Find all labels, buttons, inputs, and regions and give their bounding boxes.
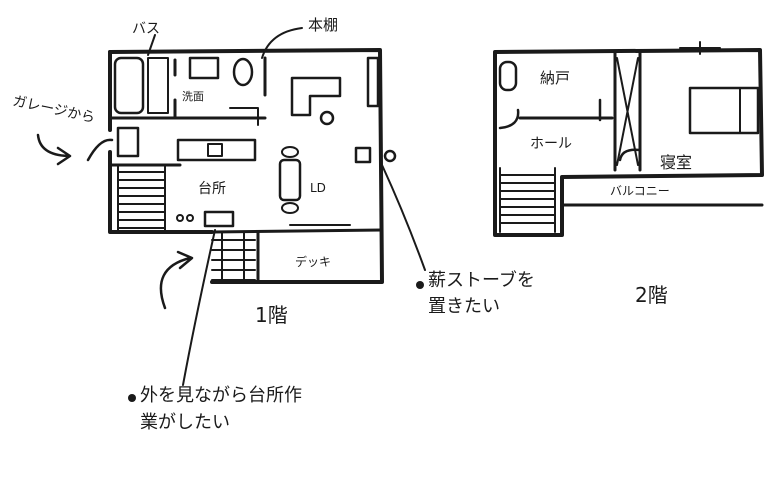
floor1-plan — [86, 48, 397, 284]
dining-table — [278, 158, 302, 202]
label-balcony: バルコニー — [610, 184, 670, 198]
shoe-cabinet — [116, 126, 140, 158]
label-deck: デッキ — [295, 254, 331, 269]
kitchen-leader — [182, 229, 216, 386]
washroom-counter — [229, 107, 259, 126]
shower-area — [147, 57, 169, 114]
floor1-outer-wall — [108, 48, 384, 284]
sofa-shape — [290, 76, 342, 117]
stove-leader — [381, 164, 426, 271]
note-new-stove-box: 薪ストーブを置きたい — [428, 270, 535, 317]
garage-arrow — [36, 133, 72, 166]
label-bookshelf: 本棚 — [308, 16, 338, 34]
dining-chair-top — [281, 146, 299, 158]
note-bullet-kitchen — [128, 394, 136, 402]
floor2-toilet — [498, 60, 518, 92]
label-living-dining: LD — [310, 181, 326, 195]
label-hall: ホール — [530, 136, 572, 152]
deck-divider-wall — [210, 228, 384, 234]
bookshelf-leader — [261, 27, 303, 59]
sink-shape — [188, 56, 220, 80]
note-bullet-stove — [416, 281, 424, 289]
stove-burner-2 — [186, 214, 194, 222]
floor2-outer-wall — [493, 48, 764, 237]
label-kitchen: 台所 — [198, 181, 226, 197]
floor1-staircase — [117, 164, 166, 231]
label-bath: バス — [132, 21, 160, 37]
label-bedroom: 寝室 — [660, 153, 692, 172]
entry-door-swing — [86, 138, 114, 162]
stove-chimney — [383, 149, 397, 163]
label-washroom: 洗面 — [182, 90, 204, 103]
closet-x — [616, 57, 639, 166]
hall-door-swing — [498, 108, 520, 130]
kitchen-counter — [176, 138, 257, 162]
floor2-staircase — [499, 167, 556, 233]
bed-shape — [688, 86, 760, 135]
note-kitchen-wish: 外を見ながら台所作業がしたい — [140, 385, 302, 433]
dining-chair-bottom — [281, 202, 299, 214]
toilet-shape — [232, 57, 254, 87]
stove-burner-1 — [176, 214, 184, 222]
note-kitchen-wish-box: 外を見ながら台所作業がしたい — [140, 385, 302, 433]
kitchen-window-counter — [203, 210, 235, 228]
note-new-stove: 薪ストーブを置きたい — [428, 270, 535, 317]
bookshelf-shape — [366, 56, 380, 108]
wood-stove — [354, 146, 372, 164]
bedroom-window — [679, 41, 721, 55]
bath-leader — [147, 34, 156, 56]
floor2-title: 2階 — [635, 283, 668, 307]
side-table — [319, 110, 335, 126]
kitchen-sink — [207, 143, 223, 157]
entry-arrow — [159, 250, 194, 310]
label-storage: 納戸 — [540, 69, 570, 87]
note-from-garage: ガレージから — [11, 93, 96, 126]
bathtub-shape — [113, 56, 145, 115]
floor2-plan — [493, 41, 764, 237]
floor1-title: 1階 — [255, 303, 288, 327]
bedroom-door-swing — [618, 148, 642, 162]
deck-steps — [211, 231, 256, 283]
